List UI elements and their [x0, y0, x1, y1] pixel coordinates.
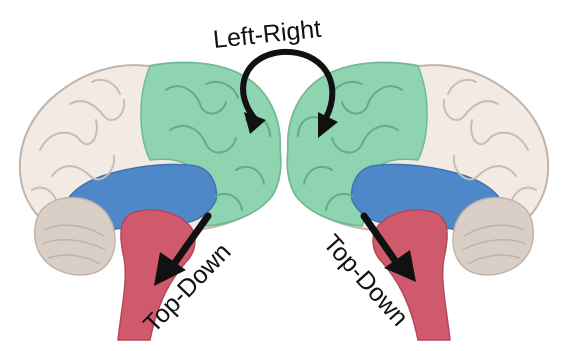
left-cerebellum [35, 198, 115, 275]
right-brain [287, 62, 548, 340]
right-cerebellum [453, 198, 533, 275]
left-brain [20, 62, 281, 340]
left-right-label: Left-Right [212, 15, 323, 54]
